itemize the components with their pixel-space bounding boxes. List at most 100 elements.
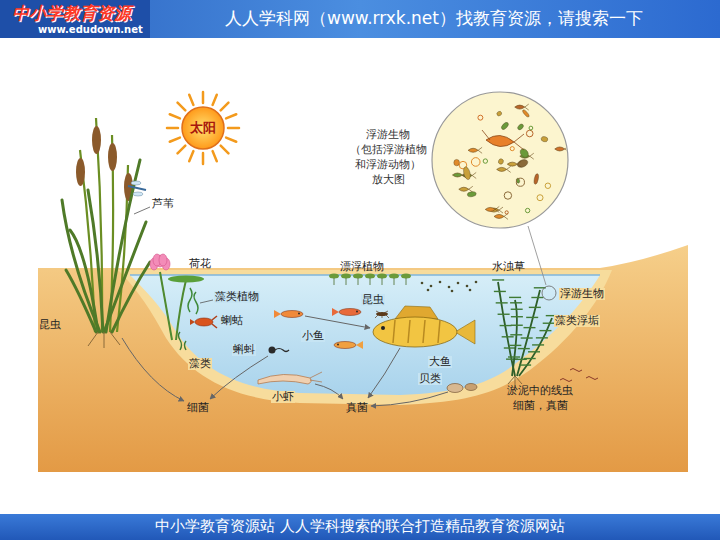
plankton-dot bbox=[475, 281, 478, 284]
callout-note: 浮游生物 （包括浮游植物 和浮游动物） 放大图 bbox=[344, 128, 432, 187]
food-web-arrow bbox=[210, 356, 268, 399]
floating-root bbox=[370, 278, 371, 285]
shell bbox=[447, 384, 463, 393]
weed-leaf bbox=[518, 348, 530, 349]
fish-body bbox=[334, 342, 356, 349]
fish-tail bbox=[332, 308, 339, 316]
crayfish-tail bbox=[190, 319, 195, 325]
floating-leaf bbox=[365, 274, 375, 279]
plant-label: 芦苇 bbox=[152, 198, 174, 211]
floating-root bbox=[358, 278, 359, 285]
plankton-dot bbox=[466, 285, 469, 288]
sun-ray bbox=[213, 95, 217, 105]
shrimp-body bbox=[258, 374, 311, 384]
reed-leaf bbox=[88, 190, 103, 332]
plankton-cell bbox=[462, 166, 471, 180]
lotus-stem bbox=[160, 272, 172, 340]
weed-leaf bbox=[526, 317, 538, 318]
animal-label: 昆虫 bbox=[361, 294, 385, 307]
weed-leaf bbox=[528, 351, 540, 352]
header-logo-block bbox=[0, 0, 150, 38]
food-web-arrow bbox=[305, 316, 370, 328]
water-weed bbox=[492, 280, 558, 386]
plant-label: 水浊草 bbox=[492, 261, 525, 274]
plankton-cell bbox=[522, 109, 530, 118]
water-surface bbox=[130, 274, 600, 276]
weed-leaf bbox=[508, 356, 520, 357]
weed-leaf bbox=[498, 314, 510, 315]
food-web-arrow bbox=[122, 338, 184, 401]
weed-leaf bbox=[539, 330, 551, 331]
weed-leaf bbox=[524, 358, 536, 359]
plankton-animal bbox=[497, 166, 511, 172]
plankton-dot bbox=[469, 289, 472, 292]
reed-leaf bbox=[112, 262, 150, 332]
animals bbox=[179, 288, 599, 393]
lotus-stem bbox=[176, 280, 186, 340]
dragonfly-body bbox=[128, 186, 146, 190]
reed-leaf bbox=[66, 270, 96, 332]
animal-label: 小鱼 bbox=[301, 330, 325, 343]
weed-stem bbox=[519, 318, 552, 376]
plant-label: 藻类植物 bbox=[214, 291, 260, 304]
algae-plant bbox=[194, 292, 198, 314]
mud-worm bbox=[570, 369, 582, 372]
animal-label: 蝲蛄 bbox=[220, 315, 244, 328]
fish-eye bbox=[381, 326, 385, 330]
food-web-arrow bbox=[368, 348, 400, 398]
weed-leaf bbox=[521, 337, 533, 338]
pond-scene bbox=[38, 245, 688, 472]
plankton-animal bbox=[555, 146, 569, 152]
crayfish-body bbox=[195, 318, 213, 326]
node-circle bbox=[182, 107, 224, 149]
plankton-cell bbox=[533, 173, 539, 184]
fish-stripe bbox=[393, 320, 395, 343]
weed-leaf bbox=[500, 325, 512, 326]
plankton-cell bbox=[467, 191, 477, 197]
tadpole-tail bbox=[275, 349, 289, 352]
site-logo: 中小学教育资源 bbox=[12, 4, 131, 24]
magnifier-circle bbox=[432, 92, 568, 228]
food-web-arrow bbox=[315, 384, 343, 399]
sun-ray bbox=[202, 92, 205, 103]
plankton-animal bbox=[459, 186, 473, 192]
sun-ray bbox=[213, 151, 217, 161]
cattail bbox=[108, 143, 117, 171]
floating-leaf bbox=[341, 274, 351, 279]
weed-stem bbox=[512, 300, 517, 376]
plankton-cell bbox=[525, 208, 529, 212]
floating-leaf bbox=[353, 274, 363, 279]
weed-leaf bbox=[536, 337, 548, 338]
floating-root bbox=[346, 278, 347, 285]
floating-leaf bbox=[389, 274, 399, 279]
plankton-cell bbox=[537, 195, 543, 201]
organism-label: 藻类浮垢 bbox=[554, 315, 600, 328]
big-fish bbox=[373, 306, 475, 347]
plankton-dot bbox=[457, 282, 460, 285]
dragonfly-wing bbox=[131, 181, 141, 185]
plankton-cell bbox=[496, 111, 502, 117]
sun-ray bbox=[226, 114, 236, 118]
plankton-cell bbox=[498, 158, 504, 165]
plankton-dot bbox=[430, 285, 433, 288]
fish-eye bbox=[356, 311, 358, 313]
cattail bbox=[76, 158, 85, 186]
decomposer-label: 淤泥中的线虫 细菌，真菌 bbox=[502, 384, 578, 414]
shell bbox=[465, 384, 477, 391]
decomposer-label: 细菌 bbox=[187, 402, 209, 415]
plankton-cell bbox=[517, 123, 525, 131]
floating-plants bbox=[329, 274, 411, 286]
sun-circle: 太阳 bbox=[181, 106, 225, 150]
fish-eye bbox=[337, 344, 339, 346]
food-web-arrows bbox=[122, 316, 448, 406]
weed-leaf bbox=[531, 297, 543, 298]
sun-ray bbox=[228, 127, 239, 130]
algae-plant bbox=[188, 288, 192, 312]
animal-label: 贝类 bbox=[418, 373, 442, 386]
fish-body bbox=[339, 309, 361, 316]
floating-leaf bbox=[401, 274, 411, 279]
mud-worm bbox=[560, 379, 572, 382]
weed-stem bbox=[498, 282, 515, 376]
organism-label: 浮游生物 bbox=[559, 288, 605, 301]
